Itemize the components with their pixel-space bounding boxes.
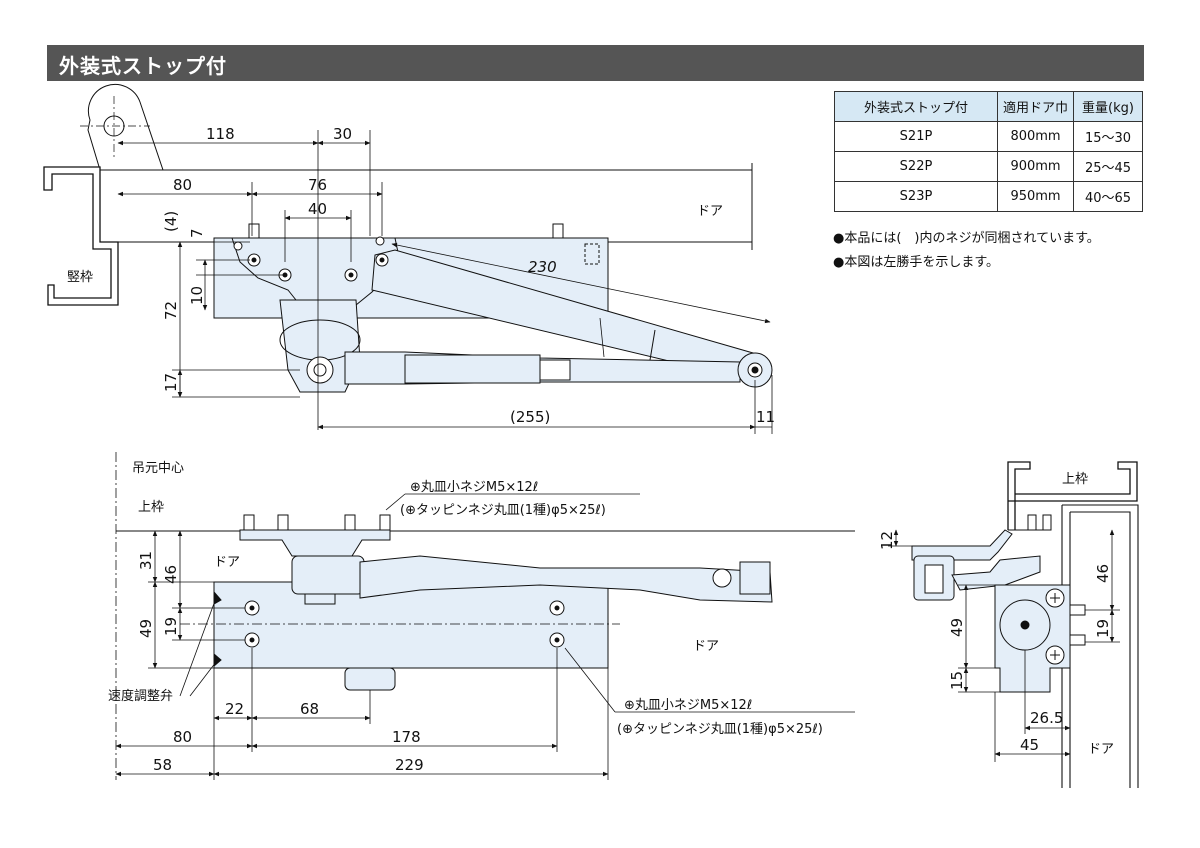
upper-frame-label: 上枠 <box>1062 472 1088 487</box>
dim-label: (4) <box>162 211 180 232</box>
spec-cell: 800mm <box>996 121 1075 152</box>
jamb-frame <box>43 166 119 306</box>
door-label: ドア <box>697 204 723 219</box>
spec-cell: S21P <box>834 121 998 152</box>
section-title: 外装式ストップ付 <box>59 54 227 78</box>
note-item: ●本図は左勝手を示します。 <box>833 255 1000 270</box>
spec-cell: S23P <box>834 181 998 212</box>
dim-label: 49 <box>137 619 155 638</box>
speed-valve-label: 速度調整弁 <box>108 688 173 704</box>
note-item: ●本品には( )内のネジが同梱されています。 <box>833 231 1100 246</box>
hinge-lug <box>87 83 164 171</box>
spec-cell: S22P <box>834 151 998 182</box>
dim-label: (255) <box>510 408 550 426</box>
dim-label: 80 <box>173 728 192 746</box>
side-view-dimensions <box>888 529 1120 762</box>
section-header: 外装式ストップ付 <box>47 45 1144 81</box>
spec-cell: 25～45 <box>1073 151 1144 182</box>
dim-label: 11 <box>756 408 775 426</box>
dim-label: 46 <box>162 565 180 584</box>
spec-col-door-width: 適用ドア巾 <box>996 91 1075 122</box>
spec-cell: 15～30 <box>1073 121 1144 152</box>
door-label: ドア <box>1088 742 1114 757</box>
side-upper-frame <box>1007 461 1138 530</box>
screw-note: (⊕タッピンネジ丸皿(1種)φ5×25ℓ) <box>617 721 823 737</box>
table-row: S23P 950mm 40～65 <box>834 181 1144 212</box>
dim-label: 230 <box>528 258 557 276</box>
table-row: S22P 900mm 25～45 <box>834 151 1144 182</box>
screw-note: ⊕丸皿小ネジM5×12ℓ <box>624 698 752 713</box>
door-label: ドア <box>214 555 240 570</box>
front-arm <box>359 555 773 603</box>
spec-table-header-row: 外装式ストップ付 適用ドア巾 重量(kg) <box>834 91 1144 122</box>
dim-label: 46 <box>1094 564 1112 583</box>
top-view <box>43 83 773 434</box>
dim-label: 80 <box>173 176 192 194</box>
dim-label: 49 <box>948 618 966 637</box>
dim-label: 229 <box>395 756 424 774</box>
screw-note: (⊕タッピンネジ丸皿(1種)φ5×25ℓ) <box>400 502 606 518</box>
screw-holes <box>233 236 389 282</box>
spec-cell: 40～65 <box>1073 181 1144 212</box>
spec-cell: 950mm <box>996 181 1075 212</box>
dim-label: 40 <box>308 200 327 218</box>
dim-label: 7 <box>188 228 206 238</box>
top-view-labels: 118 30 80 76 40 (4) 7 10 72 17 230 (255)… <box>67 125 775 426</box>
dim-label: 10 <box>188 286 206 305</box>
front-view-dimensions <box>115 530 609 780</box>
notes: ●本品には( )内のネジが同梱されています。 ●本図は左勝手を示します。 <box>833 227 1100 275</box>
dim-label: 19 <box>162 617 180 636</box>
screw-note: ⊕丸皿小ネジM5×12ℓ <box>410 480 538 495</box>
dim-label: 26.5 <box>1030 709 1063 727</box>
spec-col-model: 外装式ストップ付 <box>834 91 998 122</box>
dim-label: 178 <box>392 728 421 746</box>
side-view-labels: 上枠 ドア 12 46 19 49 15 26.5 45 <box>878 472 1114 757</box>
dim-label: 58 <box>153 756 172 774</box>
front-view-labels: 吊元中心 上枠 ドア ドア 速度調整弁 ⊕丸皿小ネジM5×12ℓ (⊕タッピンネ… <box>108 461 823 774</box>
front-screw-holes <box>244 600 565 648</box>
closer-body-front <box>213 581 609 669</box>
dim-label: 12 <box>878 531 896 550</box>
dim-label: 22 <box>225 700 244 718</box>
dim-label: 72 <box>162 301 180 320</box>
dim-label: 15 <box>948 671 966 690</box>
door-label: ドア <box>693 639 719 654</box>
dim-label: 31 <box>137 551 155 570</box>
dim-label: 19 <box>1094 619 1112 638</box>
front-view <box>115 452 855 780</box>
dim-label: 30 <box>333 125 352 143</box>
jamb-label: 竪枠 <box>67 270 93 285</box>
spec-table: 外装式ストップ付 適用ドア巾 重量(kg) S21P 800mm 15～30 S… <box>834 91 1144 212</box>
dim-label: 118 <box>206 125 235 143</box>
side-view <box>888 461 1139 788</box>
spec-cell: 900mm <box>996 151 1075 182</box>
upper-frame-label: 上枠 <box>138 500 164 515</box>
table-row: S21P 800mm 15～30 <box>834 121 1144 152</box>
front-bracket <box>239 529 391 557</box>
dim-label: 76 <box>308 176 327 194</box>
top-view-dimensions <box>117 130 773 434</box>
dim-label: 68 <box>300 700 319 718</box>
spec-col-weight: 重量(kg) <box>1073 91 1144 122</box>
pivot-center-label: 吊元中心 <box>132 461 184 476</box>
dim-label: 45 <box>1020 736 1039 754</box>
dim-label: 17 <box>162 373 180 392</box>
